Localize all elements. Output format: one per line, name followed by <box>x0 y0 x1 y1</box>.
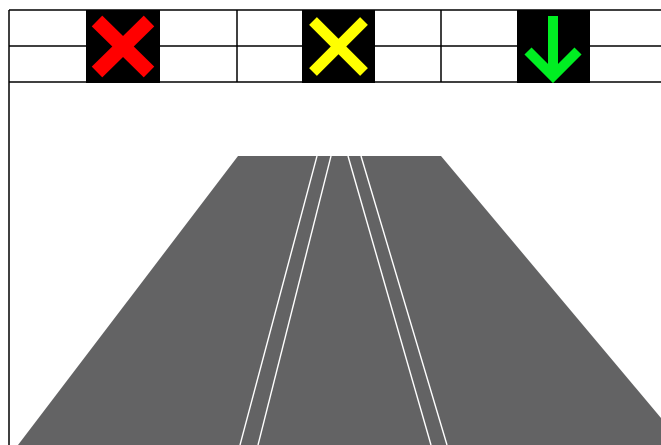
lane-signal-center <box>302 10 375 83</box>
lane-signal-right <box>517 10 590 83</box>
road-surface <box>18 156 661 445</box>
roadway <box>18 156 661 445</box>
lane-signal-left <box>86 10 160 83</box>
